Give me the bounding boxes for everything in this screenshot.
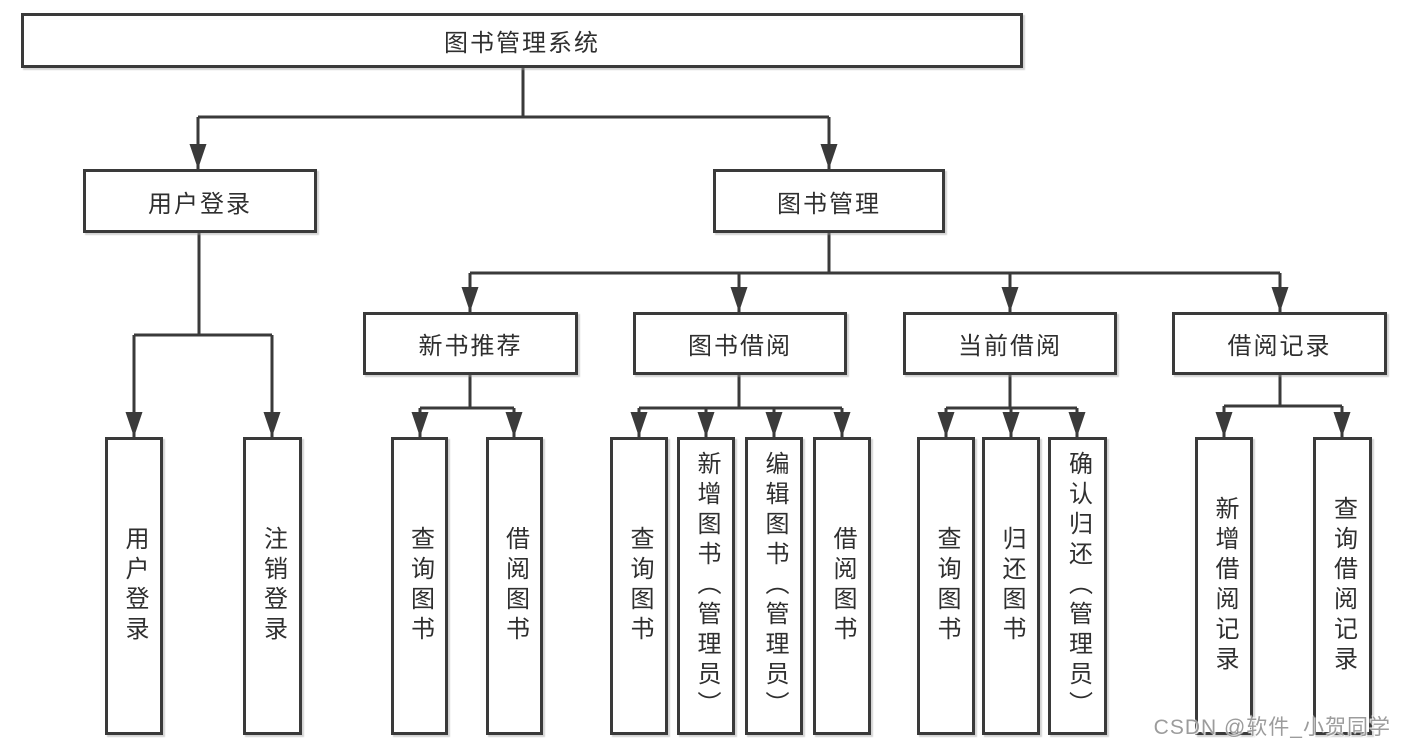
leaf-query-books-recommend: 查询图书 <box>391 437 448 735</box>
leaf-label: 用户登录 <box>121 526 148 646</box>
leaf-label: 查询图书 <box>626 526 653 646</box>
leaf-borrow-books-2: 借阅图书 <box>813 437 871 735</box>
leaf-label: 注销登录 <box>259 526 287 646</box>
leaf-label: 查询图书 <box>933 526 960 646</box>
node-borrow-records: 借阅记录 <box>1172 312 1387 375</box>
node-library-system: 图书管理系统 <box>21 13 1023 68</box>
leaf-add-borrow-record: 新增借阅记录 <box>1195 437 1253 735</box>
node-current-borrow: 当前借阅 <box>903 312 1117 375</box>
leaf-label: 新增借阅记录 <box>1211 496 1238 676</box>
leaf-label: 新增图书（管理员） <box>693 451 720 721</box>
leaf-return-books: 归还图书 <box>982 437 1040 735</box>
leaf-edit-book-admin: 编辑图书（管理员） <box>745 437 803 735</box>
leaf-query-books-borrow: 查询图书 <box>610 437 668 735</box>
watermark: CSDN @软件_小贺同学 <box>1153 716 1391 739</box>
leaf-user-login: 用户登录 <box>105 437 163 735</box>
node-new-book-recommend: 新书推荐 <box>363 312 578 375</box>
leaf-borrow-books-recommend: 借阅图书 <box>486 437 543 735</box>
leaf-label: 归还图书 <box>998 526 1025 646</box>
leaf-label: 查询借阅记录 <box>1329 496 1357 676</box>
leaf-confirm-return-admin: 确认归还（管理员） <box>1048 437 1107 735</box>
leaf-label: 借阅图书 <box>829 526 856 646</box>
leaf-query-borrow-record: 查询借阅记录 <box>1313 437 1372 735</box>
leaf-label: 查询图书 <box>406 526 434 646</box>
leaf-add-book-admin: 新增图书（管理员） <box>677 437 735 735</box>
leaf-query-books-current: 查询图书 <box>917 437 975 735</box>
leaf-label: 借阅图书 <box>501 526 529 646</box>
leaf-label: 编辑图书（管理员） <box>761 451 788 721</box>
node-book-management: 图书管理 <box>713 169 945 233</box>
node-book-borrow: 图书借阅 <box>633 312 847 375</box>
leaf-logout: 注销登录 <box>243 437 302 735</box>
leaf-label: 确认归还（管理员） <box>1064 451 1092 721</box>
node-user-login: 用户登录 <box>83 169 317 233</box>
